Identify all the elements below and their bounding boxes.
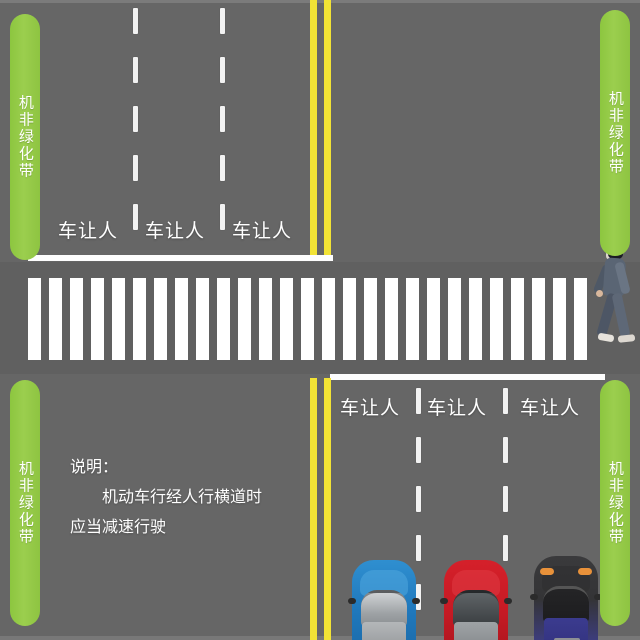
green-belt-label: 机非绿化带 [606, 90, 625, 176]
pedestrian-back-shoe [597, 332, 615, 343]
scene-bottom-edge [0, 636, 640, 640]
green-belt-bottom-right: 机非绿化带 [600, 380, 630, 626]
blue-car-mirror-right [412, 598, 420, 604]
center-line-yellow-north-left [310, 0, 317, 258]
green-belt-label: 机非绿化带 [606, 460, 625, 546]
lane-dash-north-2 [220, 8, 225, 253]
stop-line-south [330, 374, 605, 380]
center-line-yellow-south-right [324, 378, 331, 640]
lane-legend-north-1: 车让人 [58, 220, 119, 242]
explanation-note: 说明： 机动车行经人行横道时 应当减速行驶 [70, 452, 330, 542]
lane-legend-south-3: 车让人 [520, 397, 581, 419]
pedestrian-front-leg [611, 292, 631, 338]
scene-top-edge [0, 0, 640, 3]
lane-dash-south-1 [416, 388, 421, 633]
stop-line-north [28, 255, 333, 261]
pedestrian-hand [596, 290, 603, 297]
lane-legend-south-1: 车让人 [340, 397, 401, 419]
crosswalk-zebra-stripes [0, 278, 640, 360]
blue-car-roof [362, 622, 406, 640]
note-line-1: 机动车行经人行横道时 [102, 487, 263, 506]
pedestrian-front-shoe [617, 334, 636, 343]
red-car-mirror-right [504, 598, 512, 604]
road-surface-north [0, 0, 640, 262]
red-car-windshield [453, 590, 499, 627]
dark-car-mirror-right [594, 594, 602, 600]
dark-car-windshield [543, 586, 589, 623]
lane-dash-north-1 [133, 8, 138, 253]
dark-car-headlight-right [578, 568, 592, 575]
vehicle-blue-car [348, 560, 420, 640]
lane-legend-north-2: 车让人 [145, 220, 206, 242]
center-line-yellow-south-left [310, 378, 317, 640]
green-belt-label: 机非绿化带 [16, 94, 35, 180]
red-car-mirror-left [440, 598, 448, 604]
note-heading: 说明： [70, 457, 119, 476]
center-line-yellow-north-right [324, 0, 331, 258]
dark-car-plate [554, 638, 580, 640]
dark-car-headlight-left [540, 568, 554, 575]
vehicle-red-car [440, 560, 512, 640]
lane-legend-south-2: 车让人 [427, 397, 488, 419]
green-belt-bottom-left: 机非绿化带 [10, 380, 40, 626]
dark-car-roof [544, 618, 588, 640]
blue-car-mirror-left [348, 598, 356, 604]
vehicle-dark-car [530, 556, 602, 640]
green-belt-top-left: 机非绿化带 [10, 14, 40, 260]
green-belt-label: 机非绿化带 [16, 460, 35, 546]
green-belt-top-right: 机非绿化带 [600, 10, 630, 256]
note-line-2: 应当减速行驶 [70, 517, 167, 536]
red-car-roof [454, 622, 498, 640]
lane-legend-north-3: 车让人 [232, 220, 293, 242]
dark-car-mirror-left [530, 594, 538, 600]
blue-car-windshield [361, 590, 407, 627]
